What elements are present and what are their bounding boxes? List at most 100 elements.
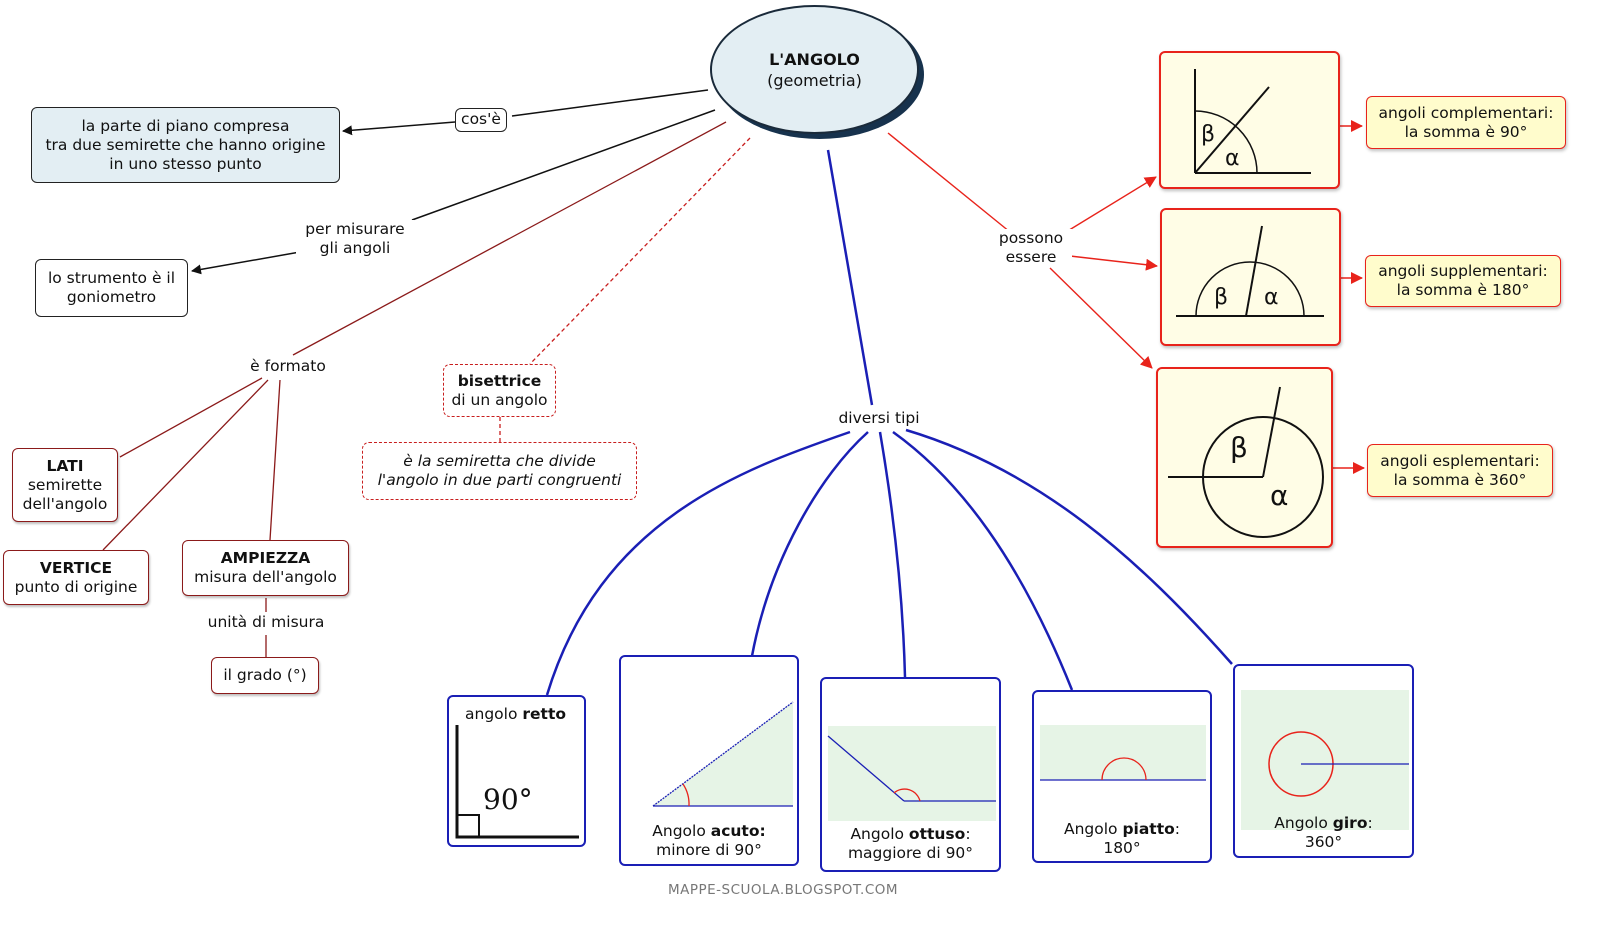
link-pairs: possono essere <box>990 229 1072 267</box>
retto-bold: retto <box>522 705 566 723</box>
link-measure: per misurare gli angoli <box>296 220 414 258</box>
straight-angle-figure <box>1040 725 1206 781</box>
ottuso-prefix: Angolo <box>850 825 909 843</box>
tool-box: lo strumento è il goniometro <box>35 259 188 317</box>
piatto-caption-line-2: 180° <box>1103 839 1141 857</box>
complementary-angles-figure: β α <box>1194 69 1311 174</box>
ampiezza-box: AMPIEZZA misura dell'angolo <box>182 540 349 596</box>
central-concept: L'ANGOLO (geometria) <box>710 5 919 134</box>
lati-line-1: semirette <box>27 475 103 494</box>
piatto-suffix: : <box>1174 820 1181 838</box>
line-pairs-to-suppl-pic <box>1069 255 1158 271</box>
link-types-text: diversi tipi <box>838 409 920 427</box>
full-angle-figure <box>1241 690 1409 830</box>
suppl-line-1: angoli supplementari: <box>1378 262 1548 280</box>
line-formed-to-ampiezza <box>269 379 281 541</box>
lati-box: LATI semirette dell'angolo <box>12 448 118 522</box>
piatto-bold: piatto <box>1122 820 1175 838</box>
supplementary-angles-figure: β α <box>1176 225 1324 317</box>
definition-line-1: la parte di piano compresa <box>81 116 290 135</box>
esplementari-label: angoli esplementari: la somma è 360° <box>1367 444 1553 497</box>
tool-line-1: lo strumento è il <box>47 269 176 287</box>
vertice-title: VERTICE <box>39 558 113 577</box>
complementari-label: angoli complementari: la somma è 90° <box>1366 96 1566 149</box>
giro-caption: Angolo giro: 360° <box>1235 814 1412 852</box>
acuto-prefix: Angolo <box>652 822 711 840</box>
bisector-subtitle: di un angolo <box>451 390 548 409</box>
line-pairs-to-compl-pic <box>1065 176 1157 233</box>
espl-alpha: α <box>1270 479 1288 512</box>
line-formed-to-vertice <box>102 379 269 551</box>
link-measure-line-2: gli angoli <box>319 239 391 257</box>
compl-beta: β <box>1201 122 1215 147</box>
ottuso-box: Angolo ottuso: maggiore di 90° <box>820 677 1001 872</box>
ottuso-caption: Angolo ottuso: maggiore di 90° <box>822 825 999 863</box>
bisector-def-line-1: è la semiretta che divide <box>403 452 596 470</box>
bisector-title: bisettrice <box>457 371 542 390</box>
line-center-to-formed <box>292 121 727 356</box>
ampiezza-line-1: misura dell'angolo <box>194 568 337 586</box>
line-pairs-to-espl-pic <box>1049 267 1153 369</box>
acuto-caption: Angolo acuto: minore di 90° <box>621 822 797 860</box>
link-formed-text: è formato <box>250 357 326 375</box>
compl-line-2: la somma è 90° <box>1404 122 1528 141</box>
line-types-to-ottuso <box>878 431 907 678</box>
link-pairs-line-1: possono <box>998 229 1064 247</box>
suppl-line-2: la somma è 180° <box>1396 281 1530 299</box>
right-angle-figure <box>455 725 579 839</box>
link-pairs-line-2: essere <box>1005 248 1057 266</box>
lati-line-2: dell'angolo <box>22 494 108 513</box>
definition-box: la parte di piano compresa tra due semir… <box>31 107 340 183</box>
line-center-to-measure <box>411 109 716 221</box>
bisector-box: bisettrice di un angolo <box>443 364 556 417</box>
lati-title: LATI <box>46 456 84 475</box>
acuto-box: Angolo acuto: minore di 90° <box>619 655 799 866</box>
ampiezza-title: AMPIEZZA <box>220 549 311 567</box>
link-unit: unità di misura <box>200 613 332 632</box>
obtuse-angle-figure <box>827 726 996 821</box>
giro-caption-line-1: Angolo giro: <box>1235 814 1412 833</box>
suppl-alpha: α <box>1264 285 1279 310</box>
retto-caption: angolo retto <box>465 705 566 724</box>
footer-watermark: MAPPE-SCUOLA.BLOGSPOT.COM <box>667 882 899 898</box>
complementari-figure-box: β α <box>1159 51 1340 189</box>
vertice-box: VERTICE punto di origine <box>3 550 149 605</box>
tool-line-2: goniometro <box>66 288 157 306</box>
line-cose-to-definition <box>342 121 456 136</box>
line-center-to-cose <box>511 89 709 117</box>
line-types-to-giro <box>905 428 1233 665</box>
piatto-prefix: Angolo <box>1063 820 1123 838</box>
giro-caption-line-2: 360° <box>1304 833 1343 851</box>
esplementari-figure-box: β α <box>1156 367 1333 548</box>
retto-prefix: angolo <box>465 705 523 723</box>
piatto-caption-line-1: Angolo piatto: <box>1034 820 1210 839</box>
retto-box: angolo retto 90° <box>447 695 586 847</box>
title: L'ANGOLO <box>769 49 860 69</box>
espl-line-2: la somma è 360° <box>1393 470 1527 489</box>
suppl-beta: β <box>1214 285 1228 310</box>
acuto-bold: acuto: <box>710 822 766 840</box>
explementary-angles-figure: β α <box>1168 386 1324 538</box>
ottuso-caption-line-2: maggiore di 90° <box>847 844 974 862</box>
compl-line-1: angoli complementari: <box>1378 103 1554 122</box>
giro-box: Angolo giro: 360° <box>1233 664 1414 858</box>
acute-angle-figure <box>652 701 794 807</box>
link-measure-line-1: per misurare <box>305 220 405 238</box>
espl-beta: β <box>1230 431 1248 464</box>
line-center-to-pairs <box>887 132 1011 233</box>
piatto-box: Angolo piatto: 180° <box>1032 690 1212 863</box>
subtitle: (geometria) <box>767 70 862 90</box>
line-types-to-acuto <box>750 431 869 657</box>
ottuso-caption-line-1: Angolo ottuso: <box>822 825 999 844</box>
line-center-to-types <box>826 149 874 406</box>
vertice-line-1: punto di origine <box>14 577 138 596</box>
piatto-caption: Angolo piatto: 180° <box>1034 820 1210 858</box>
line-formed-to-lati <box>119 377 263 458</box>
supplementari-figure-box: β α <box>1160 208 1341 346</box>
bisector-def-line-2: l'angolo in due parti congruenti <box>377 471 622 489</box>
line-types-to-retto <box>545 430 851 696</box>
compl-alpha: α <box>1225 146 1240 171</box>
supplementari-label: angoli supplementari: la somma è 180° <box>1365 255 1561 307</box>
link-cose: cos'è <box>455 108 507 132</box>
